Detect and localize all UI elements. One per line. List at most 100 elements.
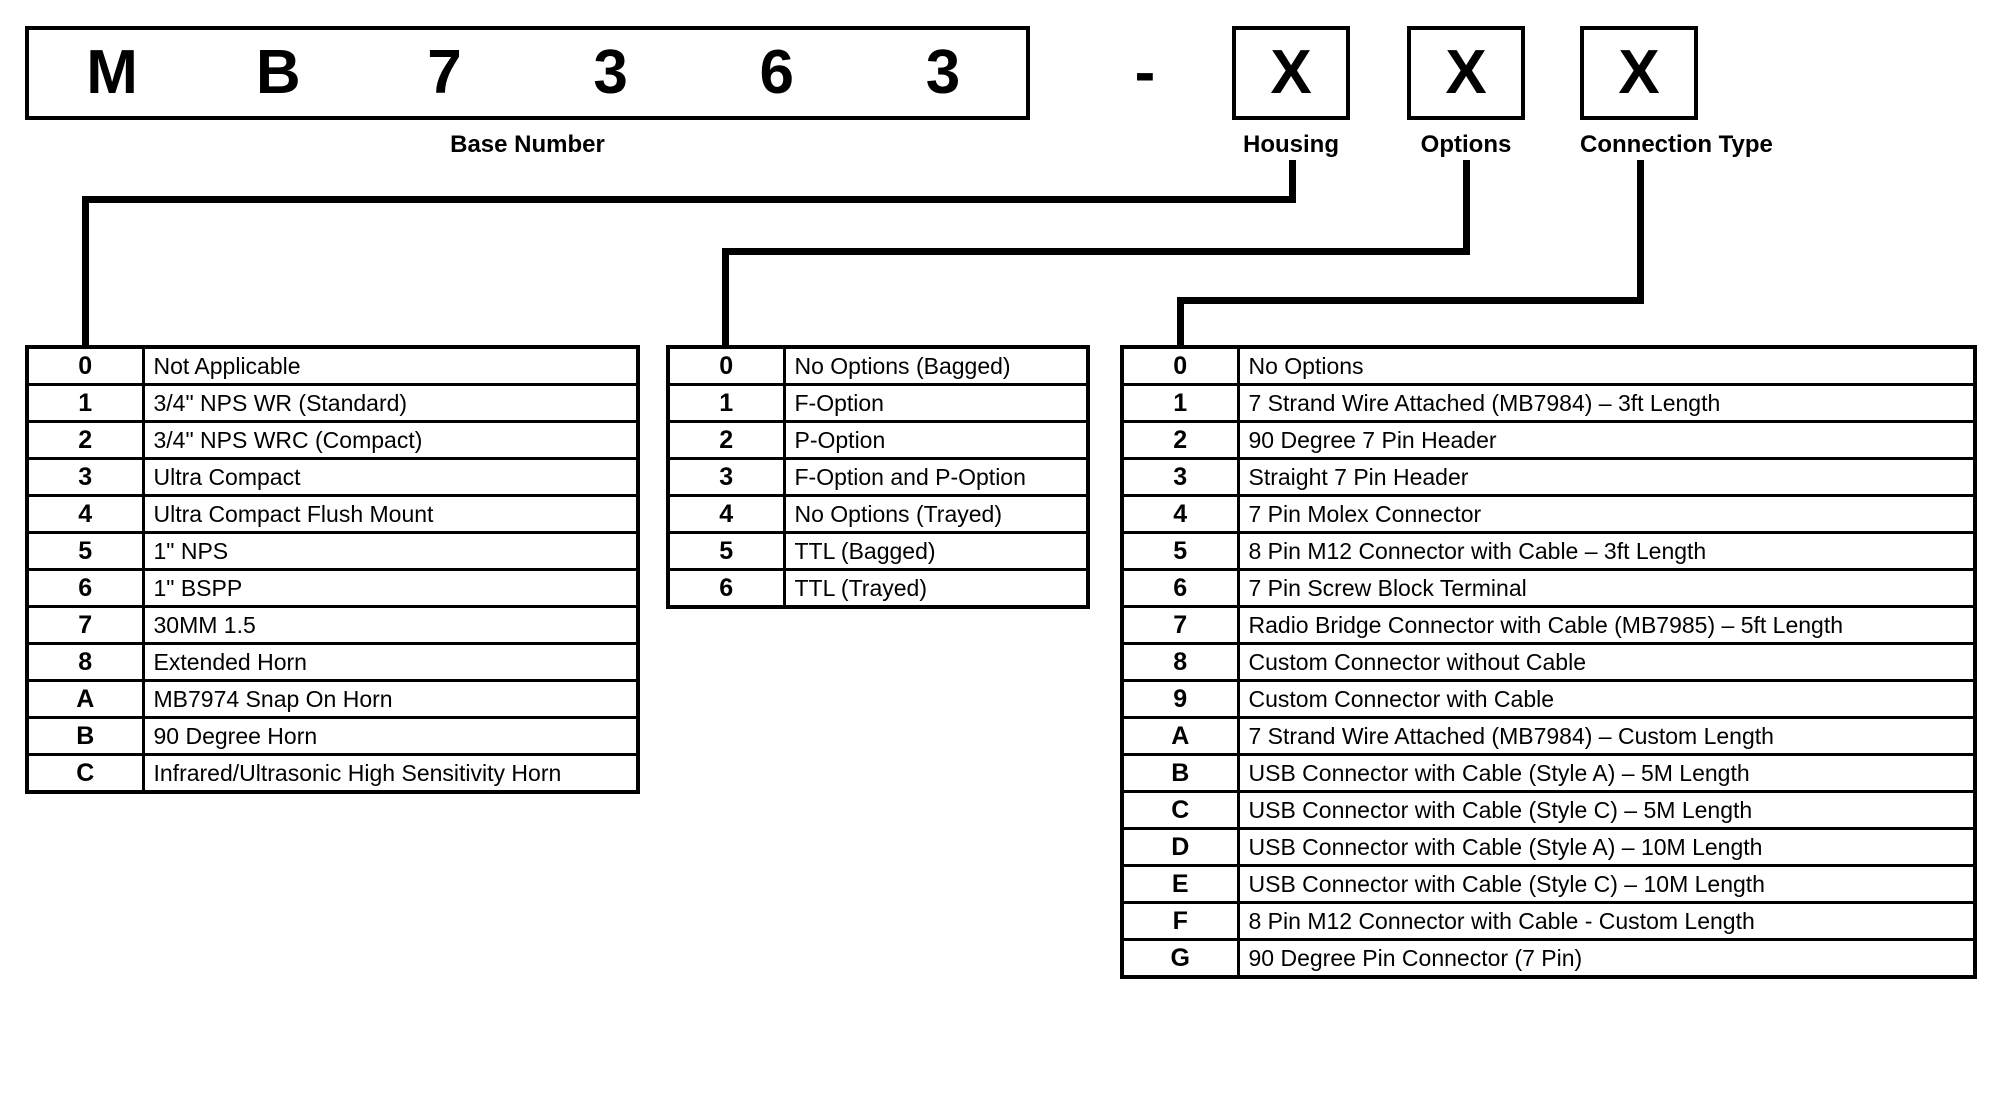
row-code: 9 bbox=[1120, 679, 1240, 719]
row-code: 3 bbox=[666, 457, 786, 497]
row-description: Custom Connector with Cable bbox=[1236, 679, 1977, 719]
row-code: 7 bbox=[1120, 605, 1240, 645]
row-description: No Options (Trayed) bbox=[782, 494, 1090, 534]
options-connector-drop-lower bbox=[722, 248, 729, 348]
row-code: 1 bbox=[25, 383, 145, 423]
row-description: 3/4" NPS WRC (Compact) bbox=[141, 420, 640, 460]
housing-caption: Housing bbox=[1243, 131, 1339, 158]
row-description: Ultra Compact bbox=[141, 457, 640, 497]
row-description: 1" NPS bbox=[141, 531, 640, 571]
row-description: TTL (Bagged) bbox=[782, 531, 1090, 571]
row-description: Radio Bridge Connector with Cable (MB798… bbox=[1236, 605, 1977, 645]
row-code: 2 bbox=[25, 420, 145, 460]
row-description: F-Option and P-Option bbox=[782, 457, 1090, 497]
connection-type-code-value: X bbox=[1618, 38, 1660, 107]
row-description: Infrared/Ultrasonic High Sensitivity Hor… bbox=[141, 753, 640, 794]
row-description: USB Connector with Cable (Style A) – 5M … bbox=[1236, 753, 1977, 793]
row-code: 5 bbox=[666, 531, 786, 571]
base-char-1: B bbox=[255, 38, 301, 107]
connection-type-code-box: X bbox=[1580, 26, 1698, 120]
row-code: 2 bbox=[1120, 420, 1240, 460]
row-code: 6 bbox=[1120, 568, 1240, 608]
row-description: 8 Pin M12 Connector with Cable - Custom … bbox=[1236, 901, 1977, 941]
row-code: 7 bbox=[25, 605, 145, 645]
housing-code-value: X bbox=[1270, 38, 1312, 107]
row-description: MB7974 Snap On Horn bbox=[141, 679, 640, 719]
row-code: 4 bbox=[666, 494, 786, 534]
housing-code-box: X bbox=[1232, 26, 1350, 120]
base-char-2: 7 bbox=[427, 38, 462, 107]
row-code: 6 bbox=[25, 568, 145, 608]
row-code: B bbox=[1120, 753, 1240, 793]
row-code: 1 bbox=[666, 383, 786, 423]
row-code: 5 bbox=[25, 531, 145, 571]
row-description: Not Applicable bbox=[141, 345, 640, 386]
connection-type-connector-run bbox=[1177, 297, 1644, 304]
row-code: 0 bbox=[25, 345, 145, 386]
row-description: 8 Pin M12 Connector with Cable – 3ft Len… bbox=[1236, 531, 1977, 571]
base-char-0: M bbox=[86, 38, 138, 107]
row-description: 90 Degree Pin Connector (7 Pin) bbox=[1236, 938, 1977, 979]
options-connector-drop-upper bbox=[1463, 160, 1470, 255]
row-code: 4 bbox=[25, 494, 145, 534]
row-description: 7 Pin Molex Connector bbox=[1236, 494, 1977, 534]
row-description: No Options bbox=[1236, 345, 1977, 386]
base-char-4: 6 bbox=[759, 38, 795, 107]
options-code-box: X bbox=[1407, 26, 1525, 120]
row-description: 1" BSPP bbox=[141, 568, 640, 608]
row-code: 0 bbox=[666, 345, 786, 386]
housing-connector-run bbox=[82, 196, 1296, 203]
row-code: 3 bbox=[25, 457, 145, 497]
row-code: 8 bbox=[1120, 642, 1240, 682]
row-description: 7 Strand Wire Attached (MB7984) – Custom… bbox=[1236, 716, 1977, 756]
row-code: 8 bbox=[25, 642, 145, 682]
connection-type-connector-drop-lower bbox=[1177, 297, 1184, 348]
row-code: 6 bbox=[666, 568, 786, 609]
row-code: A bbox=[1120, 716, 1240, 756]
connection-type-caption: Connection Type bbox=[1580, 131, 1773, 158]
row-code: C bbox=[1120, 790, 1240, 830]
row-description: No Options (Bagged) bbox=[782, 345, 1090, 386]
row-description: 7 Strand Wire Attached (MB7984) – 3ft Le… bbox=[1236, 383, 1977, 423]
base-char-5: 3 bbox=[925, 38, 961, 107]
row-code: C bbox=[25, 753, 145, 794]
row-code: D bbox=[1120, 827, 1240, 867]
row-code: G bbox=[1120, 938, 1240, 979]
base-number-box: M B 7 3 6 3 bbox=[25, 26, 1030, 120]
row-description: USB Connector with Cable (Style C) – 5M … bbox=[1236, 790, 1977, 830]
options-code-value: X bbox=[1445, 38, 1487, 107]
row-description: F-Option bbox=[782, 383, 1090, 423]
row-description: 90 Degree 7 Pin Header bbox=[1236, 420, 1977, 460]
housing-connector-drop-lower bbox=[82, 196, 89, 348]
base-char-3: 3 bbox=[593, 38, 628, 107]
